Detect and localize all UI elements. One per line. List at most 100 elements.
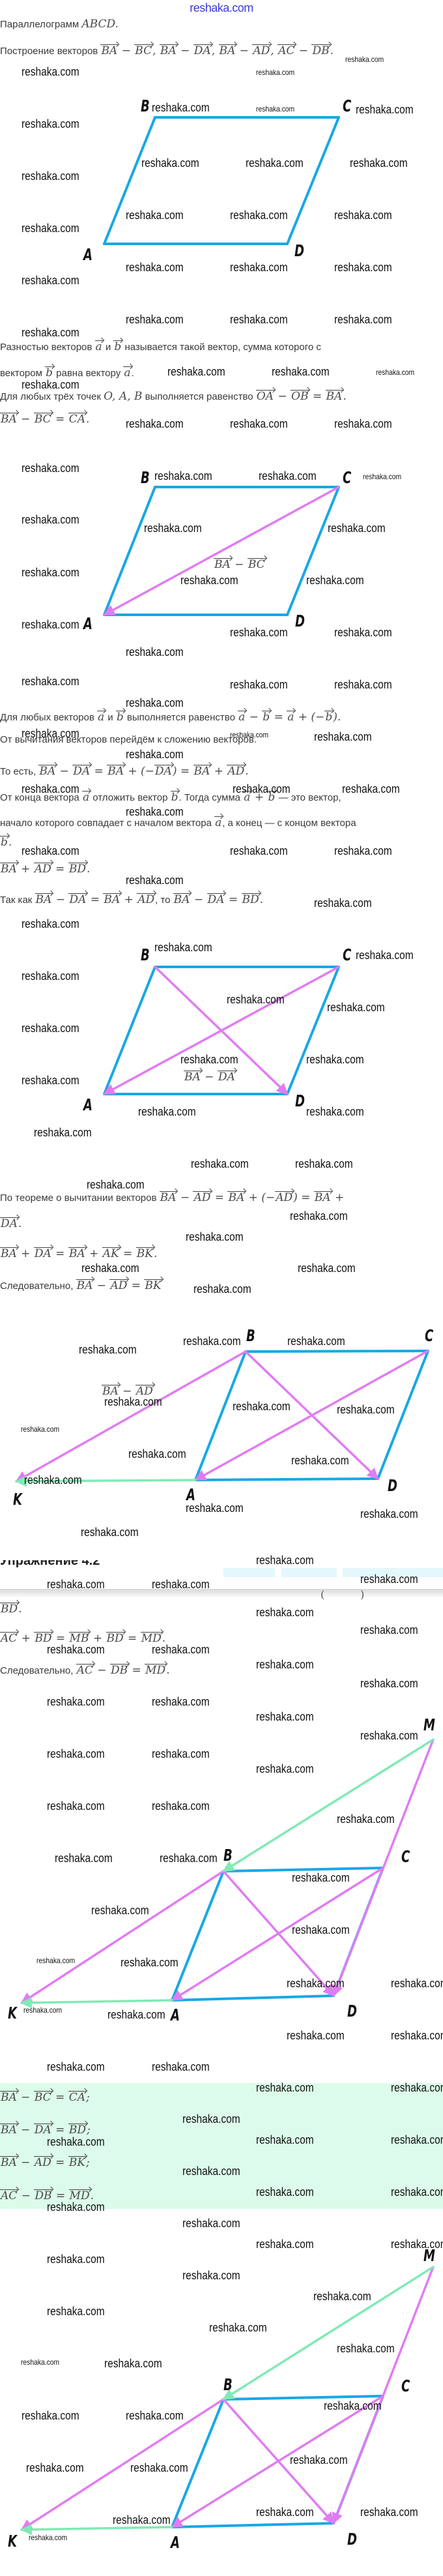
- vector-symbol: BA: [325, 390, 343, 403]
- math-expression: DA.: [0, 1217, 22, 1230]
- watermark: reshaka.com: [256, 2506, 314, 2519]
- watermark: reshaka.com: [21, 117, 79, 130]
- watermark: reshaka.com: [55, 1852, 113, 1865]
- watermark: reshaka.com: [81, 1526, 139, 1539]
- math-expression: BA − DA = BA + (−DA) = BA + AD.: [38, 765, 249, 778]
- watermark: reshaka.com: [21, 462, 79, 475]
- text-segment: .: [131, 368, 134, 379]
- math-expression: BA − DA = BA + AD: [35, 893, 156, 906]
- watermark: reshaka.com: [21, 844, 79, 857]
- vector-symbol: BK: [144, 1279, 162, 1292]
- watermark: reshaka.com: [21, 513, 79, 526]
- watermark: reshaka.com: [47, 2200, 105, 2213]
- point-label-k: K: [8, 2004, 17, 2022]
- vector-AK: [15, 1475, 197, 1487]
- text-segment: То есть,: [0, 766, 39, 777]
- watermark: reshaka.com: [356, 949, 414, 962]
- vector-AK: [20, 1996, 173, 2009]
- watermark: reshaka.com: [126, 805, 184, 818]
- text-segment: выполняется равенство: [142, 391, 256, 402]
- watermark: reshaka.com: [160, 1852, 218, 1865]
- vector-symbol: BA: [0, 2091, 18, 2104]
- watermark: reshaka.com: [47, 1578, 105, 1591]
- text-line: b.: [0, 833, 12, 850]
- math-expression: b: [113, 340, 122, 353]
- vector-symbol: b: [45, 366, 53, 379]
- vector-symbol: b: [262, 711, 271, 724]
- cut-paren: (: [321, 1588, 325, 1601]
- watermark: reshaka.com: [345, 55, 384, 64]
- watermark: reshaka.com: [180, 1053, 238, 1066]
- point-label-m: M: [423, 1715, 435, 1734]
- watermark: reshaka.com: [91, 1904, 149, 1917]
- vector-symbol: a: [214, 816, 223, 829]
- nav-button[interactable]: [223, 1568, 275, 1577]
- math-expression: BA − BC = CA;: [0, 2091, 90, 2104]
- text-segment: От вычитания векторов перейдём к сложени…: [0, 734, 257, 745]
- vector-symbol: BA: [0, 2156, 18, 2169]
- watermark: reshaka.com: [47, 2305, 105, 2318]
- watermark: reshaka.com: [233, 782, 291, 795]
- vector-symbol: AC: [278, 44, 296, 57]
- watermark: reshaka.com: [138, 1105, 196, 1118]
- watermark: reshaka.com: [126, 209, 184, 222]
- nav-button[interactable]: [343, 1568, 443, 1577]
- watermark: reshaka.com: [256, 1710, 314, 1723]
- watermark: reshaka.com: [290, 1209, 348, 1222]
- watermark: reshaka.com: [391, 2238, 443, 2251]
- vector-symbol: BC: [247, 558, 266, 571]
- watermark: reshaka.com: [256, 1606, 314, 1619]
- vector-CA: [103, 486, 340, 616]
- watermark: reshaka.com: [107, 2008, 165, 2021]
- parallelogram-side-CD: [286, 116, 340, 245]
- point-label-d: D: [295, 1091, 305, 1110]
- point-label-k: K: [13, 1490, 22, 1509]
- watermark: reshaka.com: [328, 522, 386, 535]
- vector-symbol: BC: [33, 413, 52, 426]
- watermark: reshaka.com: [126, 2409, 184, 2422]
- math-expression: a: [123, 366, 132, 379]
- vector-symbol: BA: [102, 1385, 119, 1398]
- watermark: reshaka.com: [113, 2513, 171, 2526]
- vector-symbol: BA: [159, 1191, 177, 1204]
- watermark: reshaka.com: [126, 645, 184, 659]
- watermark: reshaka.com: [256, 1554, 314, 1567]
- text-line: BD.: [0, 1600, 22, 1617]
- point-label-d: D: [388, 1476, 397, 1495]
- vector-symbol: AK: [102, 1247, 120, 1260]
- text-segment: вектором: [0, 368, 46, 379]
- watermark: reshaka.com: [287, 2029, 345, 2042]
- parallelogram-side-DA: [171, 2522, 335, 2528]
- math-expression: BA − DA = BD.: [173, 893, 264, 906]
- point-label-c: C: [401, 1847, 410, 1866]
- watermark: reshaka.com: [306, 574, 364, 587]
- watermark: reshaka.com: [230, 417, 288, 430]
- watermark: reshaka.com: [121, 1956, 179, 1969]
- point-label-c: C: [425, 1326, 434, 1345]
- watermark: reshaka.com: [391, 2029, 443, 2042]
- watermark: reshaka.com: [256, 2081, 314, 2094]
- point-label-b: B: [141, 945, 150, 964]
- vector-symbol: BA: [159, 44, 177, 57]
- watermark: reshaka.com: [313, 2290, 371, 2303]
- watermark: reshaka.com: [256, 2185, 314, 2198]
- watermark: reshaka.com: [360, 2506, 418, 2519]
- vector-symbol: a: [287, 711, 295, 724]
- vector-symbol: b: [170, 791, 179, 804]
- watermark: reshaka.com: [391, 2185, 443, 2198]
- vector-symbol: AC: [0, 1632, 18, 1645]
- vector-BD: [244, 1350, 379, 1480]
- text-line: Параллелограмм ABCD.: [0, 17, 119, 32]
- watermark: reshaka.com: [47, 1747, 105, 1760]
- watermark: reshaka.com: [81, 1262, 139, 1275]
- vector-symbol: AD: [193, 1191, 212, 1204]
- vector-symbol: BA: [173, 893, 191, 906]
- math-expression: BA − BC = CA.: [0, 413, 90, 426]
- watermark: reshaka.com: [186, 1502, 244, 1515]
- site-logo[interactable]: reshaka.com: [190, 1, 253, 14]
- watermark: reshaka.com: [21, 917, 79, 930]
- vector-symbol: a: [96, 711, 106, 724]
- nav-button[interactable]: [281, 1568, 337, 1577]
- watermark: reshaka.com: [342, 782, 400, 795]
- watermark: reshaka.com: [21, 326, 79, 339]
